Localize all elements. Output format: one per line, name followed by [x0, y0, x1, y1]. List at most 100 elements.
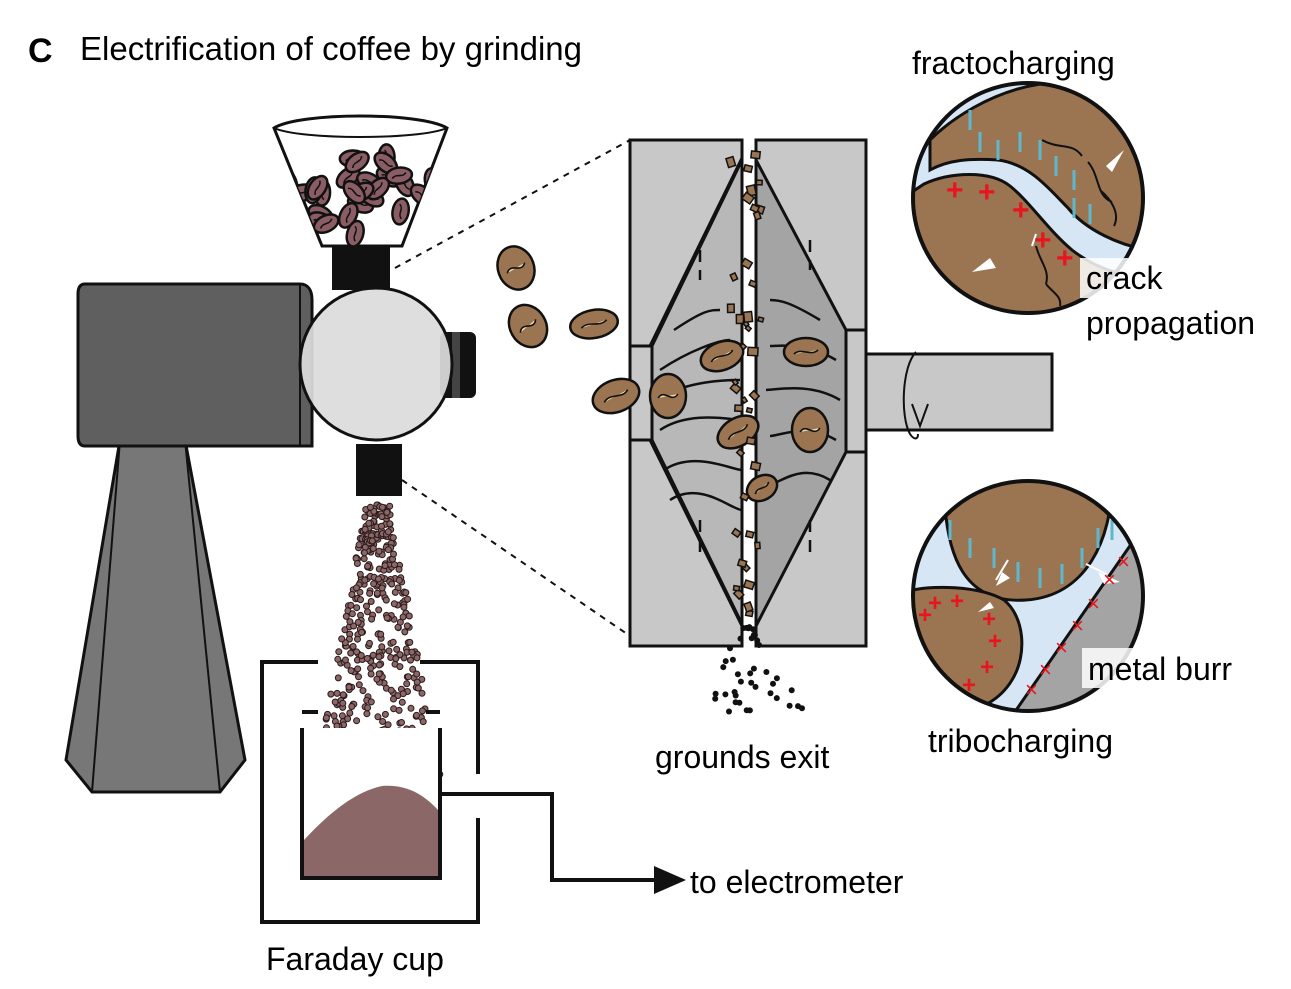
bean-fragment — [745, 436, 757, 446]
hopper-bean — [384, 166, 414, 185]
rotating-shaft — [864, 352, 1054, 432]
ground-particle — [384, 721, 392, 729]
bean-fragment — [743, 601, 754, 613]
ground-particle — [355, 673, 362, 681]
ground-particle — [370, 580, 378, 588]
ground-particle — [364, 608, 371, 616]
exit-particle — [754, 637, 761, 644]
hopper-bean — [284, 227, 309, 246]
hopper-bean — [421, 228, 447, 246]
ground-particle — [345, 683, 353, 691]
positive-charge: + — [946, 174, 964, 207]
bean-fragment — [749, 460, 762, 472]
ground-particle — [375, 575, 382, 583]
ground-particle — [378, 522, 385, 530]
ground-particle — [395, 706, 403, 714]
ground-particle — [367, 698, 375, 706]
exit-particle — [748, 679, 755, 686]
ground-particle — [360, 555, 368, 563]
bean-fragment — [746, 346, 759, 357]
ground-particle — [355, 541, 363, 549]
ground-particle — [395, 576, 403, 584]
ground-particle — [350, 622, 358, 630]
positive-charge-burr: × — [1025, 677, 1038, 702]
positive-charge: + — [1056, 242, 1074, 275]
label-fractocharging: fractocharging — [912, 45, 1115, 81]
ground-particle — [353, 560, 361, 567]
zoom-line-bottom — [401, 479, 631, 637]
ground-particle — [369, 651, 377, 659]
exit-particle — [737, 678, 744, 685]
ground-particle — [338, 635, 346, 643]
positive-charge: + — [1012, 194, 1030, 227]
ground-particle — [382, 596, 390, 604]
positive-charge: + — [1034, 224, 1052, 257]
positive-charge: + — [982, 606, 996, 633]
bean-hopper — [272, 114, 449, 248]
burr-tooth — [765, 386, 841, 402]
ground-particle — [413, 711, 420, 719]
ground-particle — [409, 665, 417, 673]
ground-particle — [335, 648, 343, 656]
ground-particle — [361, 549, 368, 557]
positive-charge-burr: × — [1071, 613, 1084, 638]
ground-particle — [403, 622, 411, 630]
bean-fragment — [748, 389, 761, 402]
positive-charge: + — [978, 176, 996, 209]
burr-tooth — [769, 298, 821, 322]
exit-particle — [732, 699, 739, 706]
ground-particle — [365, 519, 373, 527]
ground-particle — [381, 562, 389, 570]
exit-particle — [712, 690, 719, 697]
positive-charge-burr: × — [1039, 657, 1052, 682]
exit-particle — [727, 645, 733, 652]
ground-particle — [390, 550, 397, 558]
grinder-outlet — [356, 444, 402, 496]
exit-particle — [737, 635, 744, 642]
ground-particle — [396, 618, 404, 626]
ground-particle — [353, 604, 361, 612]
bean-fragment — [733, 404, 744, 413]
ground-particle — [333, 689, 341, 697]
hopper-bean — [391, 197, 411, 226]
ground-particle — [384, 546, 392, 554]
exit-particle — [795, 703, 801, 710]
exit-particle — [731, 689, 738, 695]
ground-particle — [399, 690, 407, 698]
ground-particle — [387, 686, 395, 694]
exit-particle — [720, 664, 727, 671]
ground-particle — [418, 707, 426, 715]
zoom-line-top — [394, 139, 631, 269]
ground-particle — [348, 610, 356, 618]
magnifier-lens — [298, 286, 454, 442]
ground-particle — [398, 698, 406, 706]
rotation-arrow — [902, 351, 919, 440]
ground-particle — [367, 670, 375, 678]
ground-particle — [347, 649, 355, 657]
exit-particle — [786, 702, 793, 709]
ground-particle — [339, 699, 347, 707]
ground-particle — [342, 656, 349, 664]
bean-fragment — [754, 541, 761, 550]
ground-particle — [389, 534, 397, 542]
ground-particle — [348, 703, 356, 710]
ground-particle — [405, 612, 413, 620]
electrometer-wire — [440, 792, 668, 882]
hopper-bean — [344, 150, 370, 174]
ground-particle — [346, 709, 354, 717]
bean-fragment — [747, 279, 758, 289]
ground-particle — [348, 591, 356, 598]
bean-fragment — [742, 579, 756, 591]
bean-fragment — [739, 342, 748, 351]
exit-particle — [763, 669, 770, 675]
ground-particle — [381, 710, 389, 718]
burr-tooth — [669, 492, 743, 512]
bean-fragment — [742, 310, 754, 324]
ground-particle — [357, 652, 365, 659]
ground-particle — [378, 643, 386, 651]
positive-charge-burr: × — [1117, 549, 1130, 574]
exit-particle — [734, 671, 741, 678]
ground-particle — [407, 704, 415, 712]
positive-charge: + — [918, 602, 932, 629]
